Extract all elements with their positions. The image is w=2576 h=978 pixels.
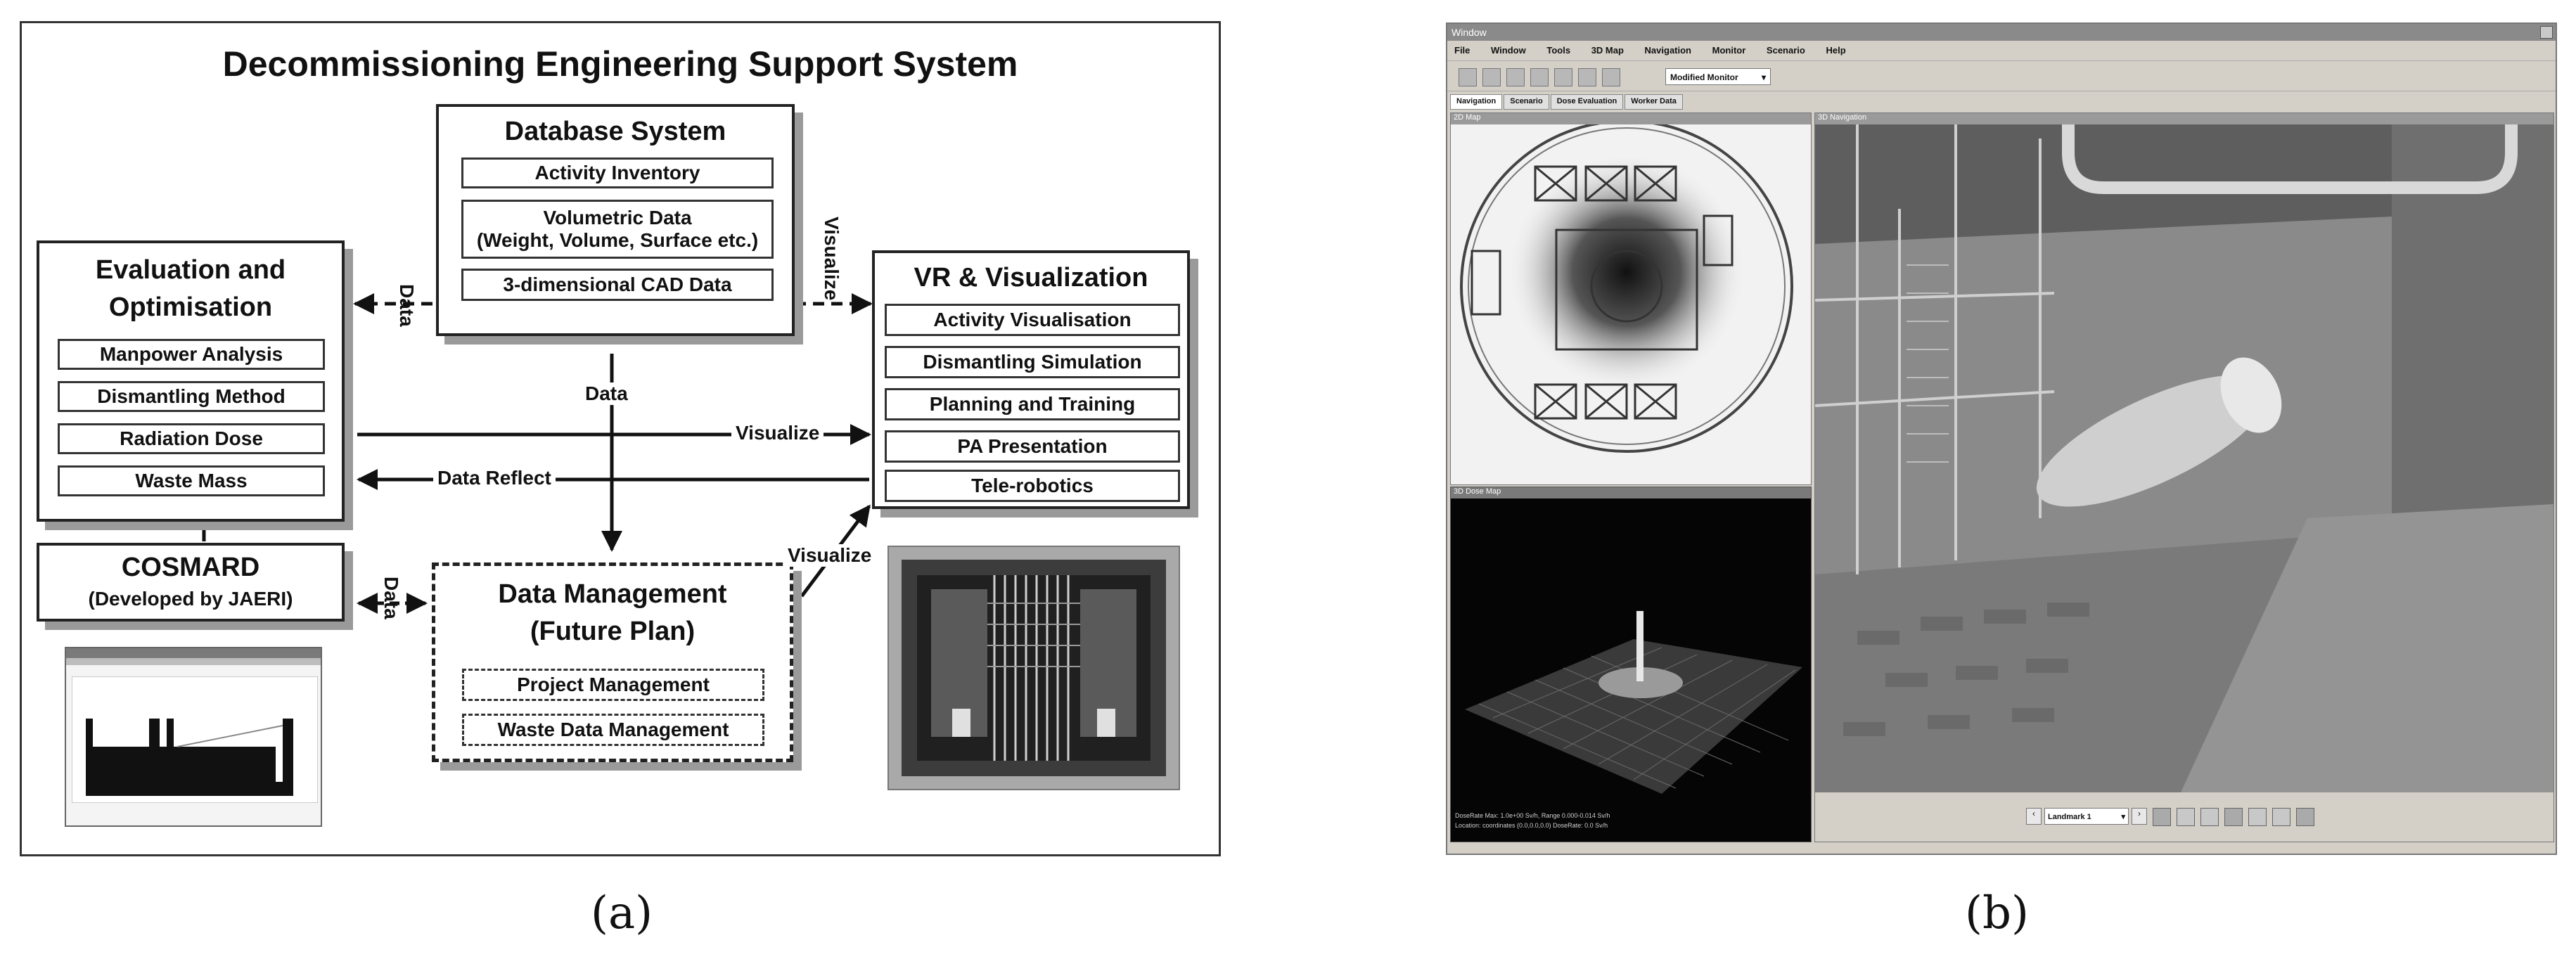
cosmard-screenshot: [65, 647, 322, 827]
diagram-title: Decommissioning Engineering Support Syst…: [222, 44, 1018, 84]
label-data-cosmard-dm: Data: [380, 577, 402, 619]
dose-status-line-2: Location: coordinates (0.0,0.0,0.0) Dose…: [1455, 822, 1608, 829]
vr-item-planning-training: Planning and Training: [885, 388, 1180, 420]
menu-window[interactable]: Window: [1491, 45, 1526, 56]
vr-item-tele-robotics: Tele-robotics: [885, 470, 1180, 502]
tab-worker-data[interactable]: Worker Data: [1625, 94, 1683, 110]
tab-navigation[interactable]: Navigation: [1450, 94, 1503, 110]
cosmard-box: COSMARD (Developed by JAERI): [37, 543, 345, 622]
caption-b: (b): [1965, 887, 2029, 939]
toolbar-button-1[interactable]: [1459, 68, 1477, 86]
dose-map-pane: 3D Dose Map DoseRate Max: 1.0e+00 Sv/h, …: [1450, 487, 1812, 842]
landmark-select-value: Landmark 1: [2048, 813, 2091, 821]
chevron-down-icon: ▾: [1761, 72, 1766, 82]
cosmard-subtitle: (Developed by JAERI): [88, 588, 293, 610]
cosmard-screenshot-titlebar: [66, 648, 321, 658]
menu-bar: File Window Tools 3D Map Navigation Moni…: [1447, 42, 2556, 59]
tab-dose-evaluation[interactable]: Dose Evaluation: [1550, 94, 1624, 110]
vr-item-activity-visualisation: Activity Visualisation: [885, 304, 1180, 336]
vr-item-pa-presentation: PA Presentation: [885, 430, 1180, 463]
eval-item-dismantling-method: Dismantling Method: [58, 381, 325, 412]
dm-item-waste-data-management: Waste Data Management: [462, 714, 764, 746]
view-tool-2[interactable]: [2177, 808, 2195, 826]
dose-surface-graphic[interactable]: [1451, 498, 1811, 808]
map-pane: 2D Map: [1450, 112, 1812, 485]
eval-item-manpower: Manpower Analysis: [58, 339, 325, 370]
nav-next-button[interactable]: ›: [2132, 808, 2147, 825]
toolbar: Modified Monitor ▾: [1447, 60, 2556, 91]
vr-title: VR & Visualization: [914, 263, 1148, 292]
label-data-db-eval: Data: [396, 284, 418, 327]
view-tool-5[interactable]: [2248, 808, 2267, 826]
cosmard-plot-image: [72, 676, 318, 803]
menu-file[interactable]: File: [1454, 45, 1470, 56]
label-data-down: Data: [581, 382, 632, 405]
dose-status-line-1: DoseRate Max: 1.0e+00 Sv/h, Range 0.000-…: [1455, 812, 1610, 819]
toolbar-button-2[interactable]: [1482, 68, 1501, 86]
view-tool-3[interactable]: [2200, 808, 2219, 826]
diagram-a-frame: [20, 21, 1221, 856]
db-item-volumetric-data: Volumetric Data (Weight, Volume, Surface…: [461, 200, 774, 259]
map-2d-graphic[interactable]: [1451, 124, 1811, 484]
vr-visualization-box: VR & Visualization Activity Visualisatio…: [872, 250, 1190, 509]
view-tool-1[interactable]: [2153, 808, 2171, 826]
evaluation-title: Evaluation and Optimisation: [95, 255, 286, 323]
menu-monitor[interactable]: Monitor: [1712, 45, 1746, 56]
reactor-render-image: [887, 546, 1180, 790]
view-tools: [2153, 808, 2350, 826]
tab-bar: Navigation Scenario Dose Evaluation Work…: [1450, 94, 1872, 110]
menu-navigation[interactable]: Navigation: [1644, 45, 1692, 56]
monitor-dropdown-value: Modified Monitor: [1670, 72, 1738, 82]
evaluation-box: Evaluation and Optimisation Manpower Ana…: [37, 240, 345, 522]
app-window: Window File Window Tools 3D Map Navigati…: [1446, 22, 2557, 855]
database-system-title: Database System: [504, 117, 726, 146]
toolbar-button-3[interactable]: [1506, 68, 1525, 86]
view-tool-4[interactable]: [2224, 808, 2243, 826]
window-title: Window: [1452, 27, 1487, 38]
data-management-box: Data Management (Future Plan) Project Ma…: [432, 562, 793, 762]
data-management-title: Data Management (Future Plan): [498, 579, 727, 647]
nav-prev-button[interactable]: ‹: [2026, 808, 2042, 825]
view-nav-bar: ‹ Landmark 1 ▾ ›: [1815, 792, 2553, 842]
map-pane-titlebar: 2D Map: [1451, 113, 1811, 124]
label-visualize-mid: Visualize: [731, 422, 824, 444]
landmark-select[interactable]: Landmark 1 ▾: [2044, 808, 2129, 825]
toolbar-button-6[interactable]: [1578, 68, 1596, 86]
dose-pane-titlebar: 3D Dose Map: [1451, 487, 1811, 498]
menu-3dmap[interactable]: 3D Map: [1591, 45, 1624, 56]
label-visualize-dm-vr: Visualize: [783, 544, 876, 567]
menu-scenario[interactable]: Scenario: [1766, 45, 1805, 56]
reactor-render-graphic: [902, 560, 1166, 776]
eval-item-waste-mass: Waste Mass: [58, 465, 325, 496]
label-visualize-db-vr: Visualize: [821, 217, 842, 301]
toolbar-button-4[interactable]: [1530, 68, 1549, 86]
tab-scenario[interactable]: Scenario: [1504, 94, 1549, 110]
eval-item-radiation-dose: Radiation Dose: [58, 423, 325, 454]
view-pane-titlebar: 3D Navigation: [1815, 113, 2553, 124]
cosmard-screenshot-toolbar: [66, 658, 321, 665]
dm-item-project-management: Project Management: [462, 669, 764, 701]
cosmard-title: COSMARD: [121, 553, 260, 582]
view-tool-7[interactable]: [2296, 808, 2314, 826]
plant-3d-view[interactable]: [1815, 124, 2553, 792]
menu-tools[interactable]: Tools: [1546, 45, 1571, 56]
window-titlebar: Window: [1447, 24, 2556, 41]
database-system-box: Database System Activity Inventory Volum…: [436, 104, 795, 336]
vr-item-dismantling-simulation: Dismantling Simulation: [885, 346, 1180, 378]
menu-help[interactable]: Help: [1826, 45, 1846, 56]
db-item-activity-inventory: Activity Inventory: [461, 157, 774, 188]
monitor-dropdown[interactable]: Modified Monitor ▾: [1665, 68, 1771, 85]
dose-status-text: DoseRate Max: 1.0e+00 Sv/h, Range 0.000-…: [1455, 811, 1807, 830]
db-item-cad-data: 3-dimensional CAD Data: [461, 269, 774, 301]
toolbar-buttons: [1459, 68, 1655, 86]
toolbar-button-7[interactable]: [1602, 68, 1620, 86]
label-data-reflect: Data Reflect: [433, 467, 556, 489]
caption-a: (a): [591, 887, 653, 939]
navigation-3d-pane: 3D Navigation: [1814, 112, 2554, 842]
view-tool-6[interactable]: [2272, 808, 2290, 826]
window-close-button[interactable]: [2540, 26, 2553, 39]
chevron-down-icon: ▾: [2121, 813, 2125, 821]
toolbar-button-5[interactable]: [1554, 68, 1572, 86]
